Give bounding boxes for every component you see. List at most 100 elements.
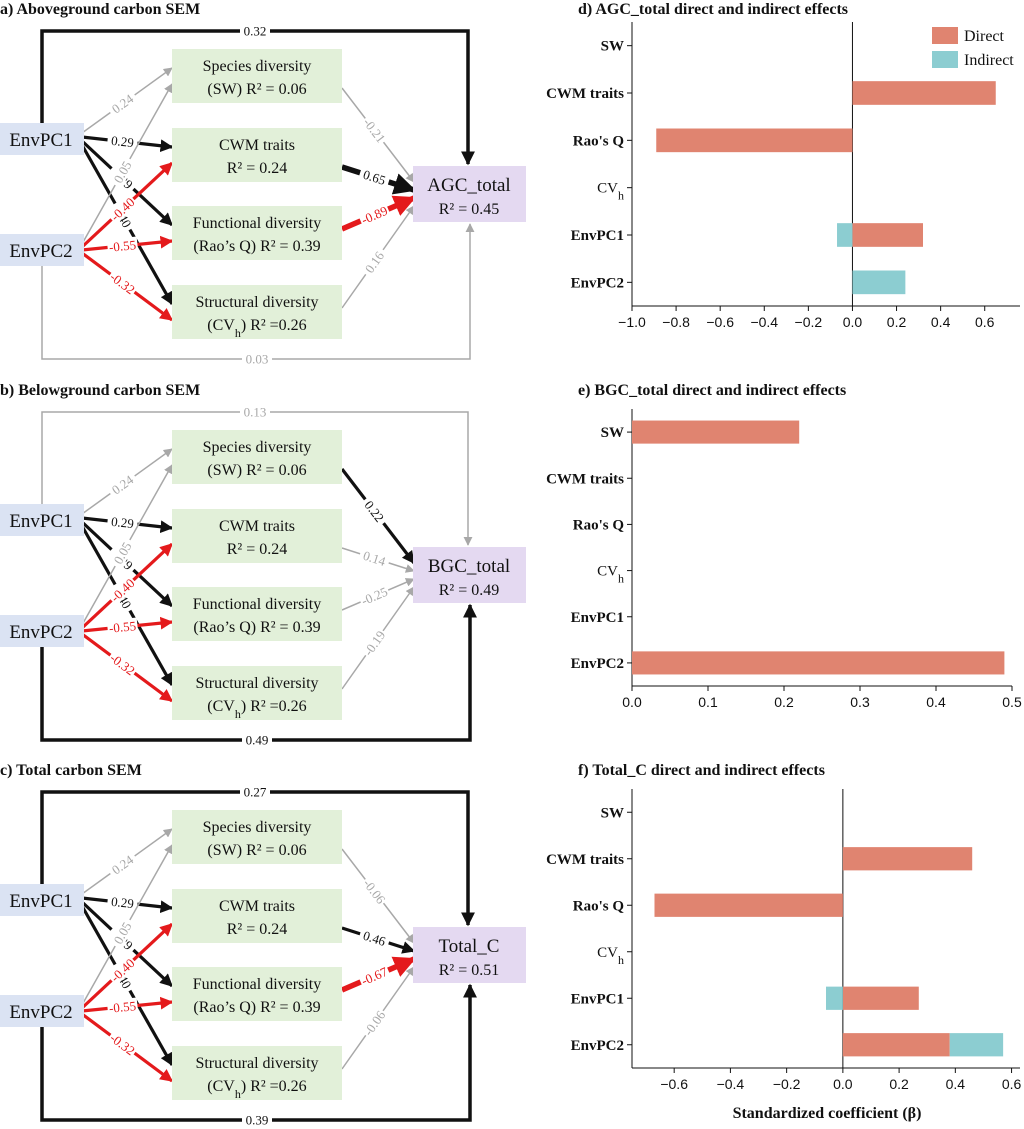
- env-path-label: -0.55: [106, 997, 139, 1016]
- svg-text:0.29: 0.29: [110, 514, 134, 531]
- bar-indirect-5: [852, 270, 906, 295]
- legend-label: Indirect: [964, 52, 1014, 69]
- envpc1-node: EnvPC1: [0, 884, 84, 916]
- category-label: EnvPC1: [571, 991, 624, 1007]
- category-label: Rao's Q: [573, 517, 625, 533]
- x-tick-label: −0.4: [717, 1076, 745, 1092]
- legend-label: Direct: [964, 28, 1005, 45]
- svg-text:(SW) R² = 0.06: (SW) R² = 0.06: [207, 81, 306, 98]
- svg-text:(SW) R² = 0.06: (SW) R² = 0.06: [207, 462, 306, 479]
- svg-text:EnvPC1: EnvPC1: [9, 130, 72, 151]
- bar-indirect-5: [949, 1033, 1004, 1057]
- x-tick-label: 0.4: [946, 1076, 966, 1092]
- svg-text:R² = 0.49: R² = 0.49: [439, 582, 500, 599]
- category-label: CWM traits: [546, 86, 624, 102]
- category-label: EnvPC2: [571, 656, 624, 672]
- svg-text:0.32: 0.32: [244, 24, 267, 39]
- x-tick-label: −0.8: [662, 314, 690, 330]
- chart-title: d) AGC_total direct and indirect effects: [578, 1, 848, 18]
- x-tick-label: −0.2: [795, 314, 823, 330]
- bar-direct-5: [632, 651, 1005, 675]
- svg-text:(CVh) R² =0.26: (CVh) R² =0.26: [207, 698, 306, 721]
- mid-outcome-label: -0.89: [357, 201, 391, 228]
- svg-text:Structural diversity: Structural diversity: [195, 675, 318, 692]
- svg-text:R² = 0.45: R² = 0.45: [439, 201, 500, 218]
- env-path-label: -0.55: [106, 617, 139, 636]
- env-path-label: 0.29: [106, 131, 139, 150]
- env-path-label: 0.29: [106, 512, 139, 531]
- x-tick-label: 0.2: [774, 694, 794, 710]
- svg-text:(CVh) R² =0.26: (CVh) R² =0.26: [207, 317, 306, 340]
- path-label-envpc2-outcome: 0.49: [242, 732, 272, 748]
- mediator-node-2: Functional diversity(Rao’s Q) R² = 0.39: [172, 967, 342, 1021]
- x-tick-label: 0.0: [843, 314, 863, 330]
- svg-text:Species diversity: Species diversity: [203, 439, 312, 456]
- svg-text:-0.55: -0.55: [108, 998, 136, 1016]
- category-label: SW: [601, 805, 624, 821]
- x-axis-title: Standardized coefficient (β): [733, 1105, 922, 1122]
- svg-text:0.39: 0.39: [246, 1113, 269, 1128]
- mid-outcome-label: -0.67: [357, 962, 391, 989]
- path-label-envpc1-outcome: 0.13: [240, 404, 270, 420]
- bar-direct-1: [842, 847, 973, 871]
- svg-text:0.14: 0.14: [361, 548, 388, 569]
- mid-outcome-label: 0.65: [357, 165, 392, 189]
- outcome-node: Total_CR² = 0.51: [413, 927, 526, 983]
- svg-text:0.49: 0.49: [246, 733, 269, 748]
- svg-text:EnvPC2: EnvPC2: [9, 622, 72, 643]
- mediator-node-0: Species diversity(SW) R² = 0.06: [172, 810, 342, 864]
- x-tick-label: −0.6: [660, 1076, 688, 1092]
- category-label: EnvPC1: [571, 610, 624, 626]
- effects-chart-e: e) BGC_total direct and indirect effects…: [546, 382, 1022, 710]
- mediator-node-0: Species diversity (SW) R² = 0.06: [172, 430, 342, 484]
- legend-swatch-direct: [932, 27, 958, 44]
- svg-text:Functional diversity: Functional diversity: [193, 596, 321, 613]
- mid-outcome-label: 0.14: [357, 546, 392, 570]
- path-label-envpc2-outcome: 0.03: [242, 351, 272, 367]
- env-path-label: -0.55: [106, 236, 139, 255]
- svg-text:0.03: 0.03: [246, 352, 269, 367]
- x-tick-label: 0.0: [833, 1076, 853, 1092]
- mid-outcome-label: -0.06: [359, 1006, 389, 1040]
- svg-text:EnvPC1: EnvPC1: [9, 511, 72, 532]
- x-tick-label: 0.4: [931, 314, 951, 330]
- x-tick-label: 0.5: [1002, 694, 1022, 710]
- env-path-label: 0.24: [105, 849, 139, 880]
- mediator-node-2: Functional diversity(Rao’s Q) R² = 0.39: [172, 587, 342, 641]
- svg-text:AGC_total: AGC_total: [427, 175, 510, 196]
- mediator-node-2: Functional diversity(Rao’s Q) R² = 0.39: [172, 206, 342, 260]
- mid-outcome-label: -0.21: [359, 113, 390, 147]
- x-tick-label: 0.3: [850, 694, 870, 710]
- category-label: SW: [601, 425, 624, 441]
- svg-text:EnvPC2: EnvPC2: [9, 241, 72, 262]
- svg-text:0.29: 0.29: [110, 133, 134, 150]
- x-tick-label: 0.1: [698, 694, 718, 710]
- bar-indirect-4: [837, 223, 853, 247]
- outcome-node: AGC_total R² = 0.45: [413, 166, 526, 222]
- mid-outcome-label: -0.19: [359, 626, 389, 660]
- x-tick-label: 0.2: [887, 314, 907, 330]
- path-label-envpc2-outcome: 0.39: [242, 1112, 272, 1128]
- chart-title: e) BGC_total direct and indirect effects: [578, 382, 846, 399]
- category-label: CVh: [597, 945, 624, 967]
- svg-text:EnvPC1: EnvPC1: [9, 891, 72, 912]
- mid-outcome-label: 0.46: [357, 926, 392, 950]
- bar-direct-0: [632, 420, 800, 444]
- mid-outcome-label: -0.25: [357, 582, 391, 609]
- sem-panel-title: b) Belowground carbon SEM: [0, 382, 200, 399]
- svg-text:(Rao’s Q) R² = 0.39: (Rao’s Q) R² = 0.39: [193, 999, 320, 1016]
- envpc1-node: EnvPC1: [0, 123, 84, 155]
- category-label: EnvPC2: [571, 275, 624, 291]
- x-tick-label: 0.6: [975, 314, 995, 330]
- effects-chart-d: d) AGC_total direct and indirect effects…: [546, 1, 1020, 330]
- sem-panel-title: c) Total carbon SEM: [0, 762, 142, 779]
- category-label: CWM traits: [546, 852, 624, 868]
- svg-text:(CVh) R² =0.26: (CVh) R² =0.26: [207, 1078, 306, 1101]
- bar-direct-2: [656, 128, 853, 153]
- bar-direct-4: [852, 223, 923, 247]
- svg-text:R² = 0.24: R² = 0.24: [227, 541, 288, 558]
- svg-text:Structural diversity: Structural diversity: [195, 1055, 318, 1072]
- mediator-node-0: Species diversity(SW) R² = 0.06: [172, 49, 342, 103]
